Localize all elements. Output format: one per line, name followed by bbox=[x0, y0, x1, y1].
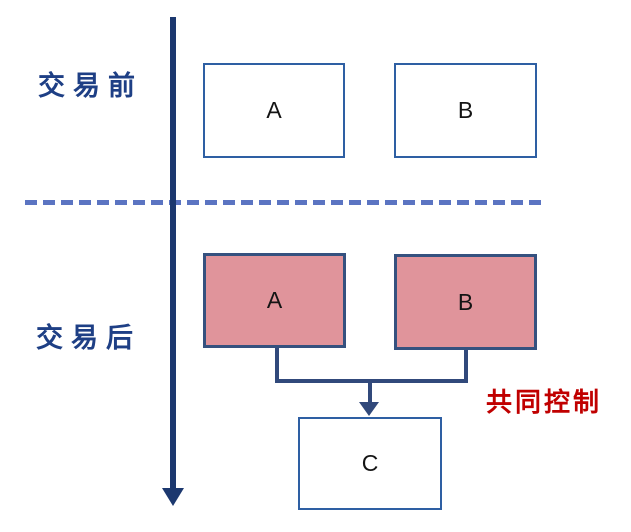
box-a-after-label: A bbox=[266, 287, 283, 313]
connector-arrowhead-down-icon bbox=[359, 402, 379, 416]
box-a-before: A bbox=[203, 63, 345, 158]
connector-from-b bbox=[464, 349, 468, 383]
box-c-label: C bbox=[361, 450, 379, 476]
connector-horizontal-join bbox=[275, 379, 468, 383]
label-joint-control: 共同控制 bbox=[486, 388, 603, 417]
box-b-before-label: B bbox=[457, 97, 474, 123]
phase-divider-dashed-line bbox=[25, 200, 543, 205]
connector-from-a bbox=[275, 347, 279, 383]
timeline-arrowhead-down-icon bbox=[162, 488, 184, 506]
box-a-after: A bbox=[203, 253, 346, 348]
label-after-transaction: 交易后 bbox=[36, 323, 141, 353]
box-c: C bbox=[298, 417, 442, 510]
connector-stem-to-c bbox=[368, 383, 372, 403]
label-before-transaction: 交易前 bbox=[38, 71, 143, 101]
box-b-after-label: B bbox=[457, 288, 474, 315]
timeline-line bbox=[170, 17, 176, 488]
box-b-after: B bbox=[394, 254, 537, 350]
box-a-before-label: A bbox=[266, 97, 282, 123]
box-b-before: B bbox=[394, 63, 537, 158]
